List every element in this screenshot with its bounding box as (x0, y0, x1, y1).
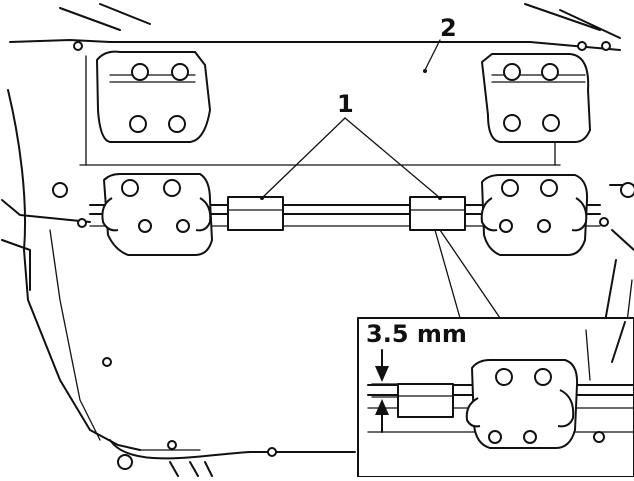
lower-right-hinge (480, 174, 589, 256)
callout-1-leaders (260, 117, 442, 200)
measurement-label: 3.5 mm (366, 320, 467, 348)
upper-right-hinge (481, 53, 591, 143)
upper-left-hinge (96, 50, 211, 143)
marker-strip-right (409, 196, 466, 231)
callout-label-1: 1 (337, 90, 354, 118)
lower-left-hinge (101, 173, 213, 256)
callout-label-2: 2 (440, 14, 457, 42)
detail-inset (357, 229, 634, 478)
marker-strip-left (227, 196, 284, 231)
callout-2-leader (423, 39, 441, 73)
